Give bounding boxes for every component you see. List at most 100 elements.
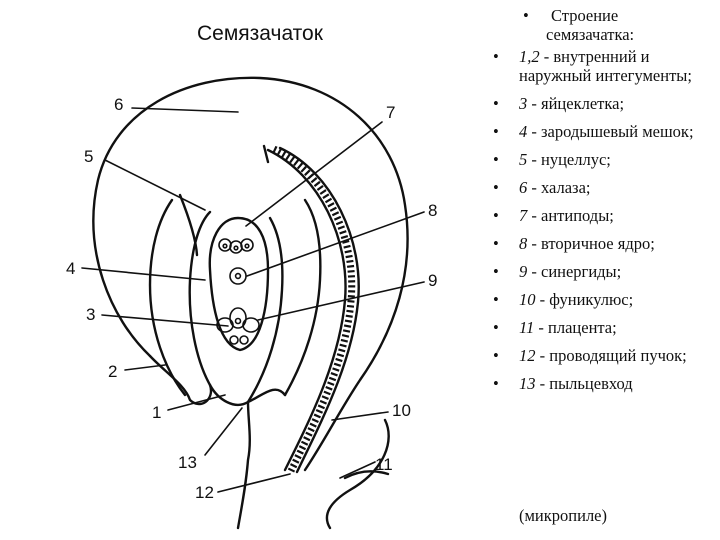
legend-item: • 12 - проводящий пучок;	[493, 346, 718, 365]
label-12: 12	[195, 483, 214, 502]
legend-item-text: - внутренний и наружный интегументы;	[519, 47, 692, 85]
bullet-icon: •	[493, 122, 499, 141]
bullet-icon: •	[493, 374, 499, 393]
legend: • Строение семязачатка: • 1,2 - внутренни…	[493, 6, 718, 402]
legend-item-number: 5	[519, 150, 528, 169]
legend-list: • 1,2 - внутренний и наружный интегументы…	[493, 47, 718, 393]
legend-item-number: 11	[519, 318, 535, 337]
legend-item-number: 4	[519, 122, 528, 141]
legend-item-text: - антиподы;	[527, 206, 614, 225]
legend-item: • 4 - зародышевый мешок;	[493, 122, 718, 141]
legend-heading-line2: семязачатка:	[546, 25, 635, 44]
leader-line-13	[204, 407, 243, 456]
label-3: 3	[86, 305, 95, 324]
legend-item-text: - синергиды;	[527, 262, 622, 281]
inner-integument	[188, 210, 212, 387]
egg-cell-small	[229, 335, 239, 345]
legend-item-number: 3	[519, 94, 528, 113]
ovule-diagram: 6 5 7 8 4 9 3 2 1 13 10 11 12	[66, 76, 437, 530]
legend-item-text: - нуцеллус;	[527, 150, 611, 169]
legend-item: • 3 - яйцеклетка;	[493, 94, 718, 113]
legend-item-text: - вторичное ядро;	[527, 234, 655, 253]
egg-nucleus	[234, 317, 242, 325]
legend-heading-line1: Строение	[551, 6, 619, 25]
legend-item-number: 12	[519, 346, 536, 365]
legend-item-text: - фуникулюс;	[535, 290, 634, 309]
bullet-icon: •	[493, 206, 499, 225]
leader-line-12	[217, 473, 291, 493]
leader-line-9	[257, 281, 425, 321]
antipode-nucleus	[233, 245, 239, 251]
leader-line-11	[339, 461, 376, 479]
legend-item: • 1,2 - внутренний и наружный интегументы…	[493, 47, 718, 85]
antipode-cell	[240, 238, 254, 252]
egg-cell-small	[239, 335, 249, 345]
leader-line-7	[245, 121, 383, 227]
label-7: 7	[386, 103, 395, 122]
bullet-icon: •	[493, 346, 499, 365]
page-title: Семязачаток	[197, 22, 323, 45]
legend-item-text: - плацента;	[534, 318, 617, 337]
legend-item-text: - яйцеклетка;	[527, 94, 625, 113]
vascular-bundle-end	[262, 144, 270, 164]
bullet-icon: •	[493, 47, 499, 66]
ovule-outline	[92, 76, 409, 472]
placenta-line	[343, 470, 390, 480]
leader-line-6	[131, 107, 239, 113]
label-6: 6	[114, 95, 123, 114]
secondary-nucleus	[229, 267, 247, 285]
antipode-nucleus	[244, 243, 250, 249]
label-5: 5	[84, 147, 93, 166]
legend-item-text: - халаза;	[527, 178, 591, 197]
bullet-icon: •	[493, 262, 499, 281]
secondary-nucleus-core	[234, 272, 242, 280]
legend-item-number: 10	[519, 290, 536, 309]
leader-line-1	[167, 394, 226, 411]
placenta	[325, 418, 390, 530]
label-1: 1	[152, 403, 161, 422]
label-8: 8	[428, 201, 437, 220]
outer-integument	[148, 198, 187, 397]
legend-item: • 11 - плацента;	[493, 318, 718, 337]
legend-item-number: 13	[519, 374, 536, 393]
legend-item: • 8 - вторичное ядро;	[493, 234, 718, 253]
outer-integument-right	[283, 198, 322, 397]
bullet-icon: •	[493, 178, 499, 197]
bullet-icon: •	[493, 234, 499, 253]
bullet-icon: •	[493, 290, 499, 309]
label-2: 2	[108, 362, 117, 381]
synergid-cell	[242, 317, 260, 333]
legend-item: • 5 - нуцеллус;	[493, 150, 718, 169]
nucellus	[178, 193, 199, 257]
legend-footer: (микропиле)	[519, 506, 607, 525]
bullet-icon: •	[493, 150, 499, 169]
vascular-bundle-right	[278, 146, 360, 474]
leader-line-3	[101, 314, 229, 327]
leader-line-8	[246, 211, 425, 277]
legend-item-number: 6	[519, 178, 528, 197]
legend-item-number: 8	[519, 234, 528, 253]
legend-item: • 10 - фуникулюс;	[493, 290, 718, 309]
embryo-sac	[208, 216, 270, 352]
label-10: 10	[392, 401, 411, 420]
leader-line-5	[104, 159, 206, 211]
vascular-bundle-cells	[272, 145, 356, 473]
legend-item: •9 - синергиды;	[493, 262, 718, 281]
label-4: 4	[66, 259, 75, 278]
funiculus	[236, 400, 251, 530]
bullet-icon: •	[493, 94, 499, 113]
leader-line-10	[331, 411, 389, 421]
inner-integument-right	[246, 216, 284, 404]
egg-cell	[229, 307, 247, 329]
leader-line-4	[81, 267, 206, 281]
legend-heading: • Строение семязачатка:	[493, 6, 718, 44]
label-13: 13	[178, 453, 197, 472]
legend-item-text: - проводящий пучок;	[535, 346, 687, 365]
legend-item-text: - зародышевый мешок;	[527, 122, 694, 141]
legend-item-number: 7	[519, 206, 528, 225]
bullet-icon: •	[493, 318, 499, 337]
legend-item: • 7 - антиподы;	[493, 206, 718, 225]
legend-item-number: 1,2	[519, 47, 540, 66]
legend-item-text: - пыльцевход	[535, 374, 633, 393]
leader-line-2	[124, 364, 166, 371]
